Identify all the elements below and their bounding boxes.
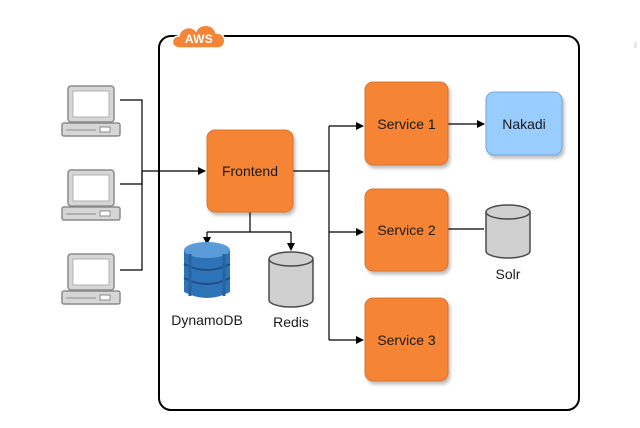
aws-label: AWS bbox=[184, 32, 214, 46]
service-3-label: Service 3 bbox=[377, 331, 436, 348]
service-2-box bbox=[364, 188, 449, 272]
frontend-label: Frontend bbox=[221, 163, 279, 179]
dynamodb-icon bbox=[183, 242, 231, 298]
aws-cloud-icon bbox=[171, 24, 226, 49]
service-downstream-connectors bbox=[448, 120, 485, 230]
frontend-service-connectors bbox=[293, 122, 364, 344]
dynamodb-label: DynamoDB bbox=[171, 312, 243, 328]
service-2-label: Service 2 bbox=[377, 222, 436, 238]
service-1-label: Service 1 bbox=[377, 115, 436, 132]
client-laptop-2 bbox=[61, 169, 121, 221]
client-laptop-3 bbox=[61, 253, 121, 305]
service-1-box bbox=[364, 81, 449, 166]
client-laptop-1 bbox=[61, 85, 121, 137]
redis-database-icon bbox=[268, 251, 314, 308]
aws-group-box bbox=[158, 35, 580, 411]
frontend-store-connectors bbox=[203, 212, 295, 251]
frontend-box bbox=[206, 129, 294, 213]
nakadi-box bbox=[485, 91, 563, 156]
redis-label: Redis bbox=[273, 314, 309, 330]
solr-label: Solr bbox=[495, 266, 521, 282]
solr-database-icon bbox=[485, 204, 531, 259]
client-connectors bbox=[120, 99, 206, 271]
service-3-box bbox=[364, 297, 449, 382]
edge-marker bbox=[634, 42, 637, 48]
nakadi-label: Nakadi bbox=[502, 115, 546, 132]
